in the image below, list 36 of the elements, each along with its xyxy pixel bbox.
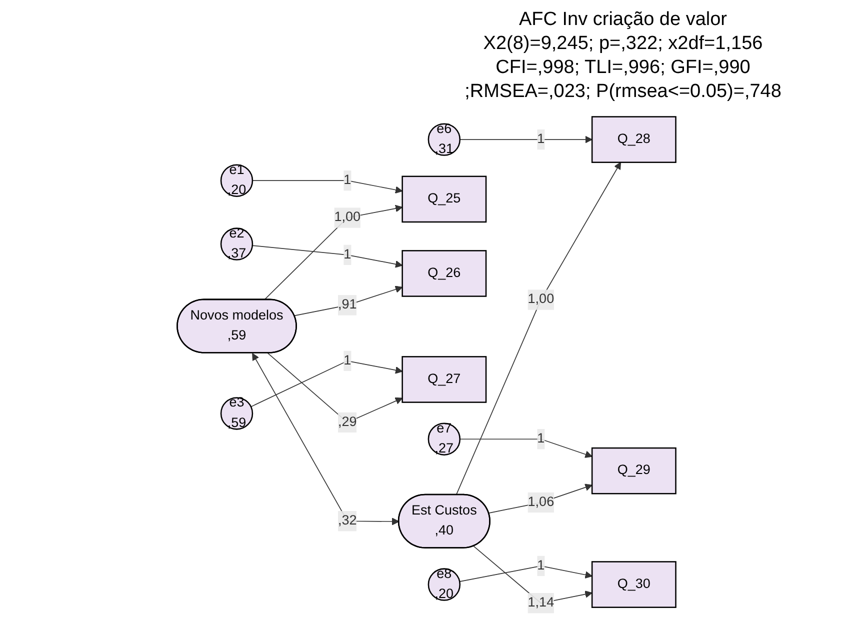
edge-label: 1,06 bbox=[528, 494, 554, 510]
edge-label: 1 bbox=[344, 173, 352, 188]
edge-label: 1 bbox=[537, 432, 545, 446]
node-box: Q_29 bbox=[591, 447, 676, 494]
edge-label: 1 bbox=[537, 132, 545, 146]
fit-statistics: X2(8)=9,245; p=,322; x2df=1,156 bbox=[482, 32, 764, 56]
edge-label: 1 bbox=[344, 247, 352, 262]
arrow bbox=[488, 484, 592, 514]
edge-label: ,32 bbox=[338, 514, 357, 528]
node-box: Q_27 bbox=[402, 356, 487, 403]
arrow bbox=[252, 180, 403, 194]
diagram-title: AFC Inv criação de valor bbox=[518, 8, 728, 32]
fit-statistics: ;RMSEA=,023; P(rmsea<=0.05)=,748 bbox=[464, 80, 782, 104]
edge-label: ,29 bbox=[338, 414, 357, 430]
arrow bbox=[459, 566, 592, 582]
edge-label: 1,14 bbox=[528, 596, 554, 610]
node-box: Q_30 bbox=[591, 561, 676, 608]
arrow bbox=[473, 546, 592, 604]
fit-statistics: CFI=,998; TLI=,996; GFI=,990 bbox=[494, 56, 752, 80]
arrow bbox=[250, 360, 403, 408]
edge-label: 1 bbox=[537, 558, 545, 573]
arrow bbox=[264, 204, 403, 300]
node-circle: e1 ,20 bbox=[220, 164, 254, 197]
arrow bbox=[456, 162, 622, 496]
arrow bbox=[459, 438, 592, 458]
node-box: Q_25 bbox=[402, 176, 487, 223]
edge-label: 1,00 bbox=[334, 210, 361, 225]
edge-label: ,91 bbox=[338, 298, 357, 312]
node-box: Q_26 bbox=[402, 250, 487, 297]
arrow bbox=[459, 136, 592, 144]
edge-label: 1 bbox=[344, 353, 352, 368]
arrow bbox=[294, 286, 403, 316]
arrow bbox=[252, 353, 400, 526]
edge-label: 1,00 bbox=[528, 292, 554, 307]
arrow bbox=[252, 245, 403, 268]
node-box: Q_28 bbox=[591, 116, 676, 163]
